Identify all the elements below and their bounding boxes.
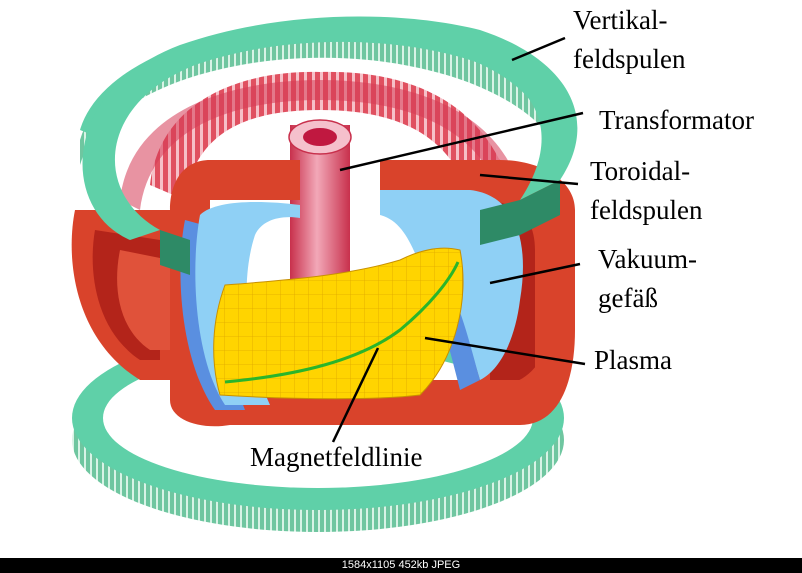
pointer-lines: [331, 36, 586, 443]
label-vakuum-1: Vakuum-: [598, 244, 697, 274]
image-info-bar: 1584x1105 452kb JPEG: [0, 558, 802, 573]
label-vertikal-2: feldspulen: [573, 44, 686, 74]
label-plasma: Plasma: [594, 345, 672, 375]
toroidal-coils-left: [71, 210, 175, 380]
toroidal-coils-back: [120, 71, 525, 215]
label-vakuum-2: gefäß: [598, 283, 658, 313]
pointer-plasma: [424, 336, 586, 366]
plasma: [213, 247, 464, 400]
pointer-toroidal: [479, 173, 579, 186]
magnetic-field-line: [224, 261, 460, 384]
top-vertical-coil-front: [82, 16, 578, 275]
pointer-magnetfeldlinie: [331, 347, 380, 443]
pointer-vertikal: [511, 36, 566, 62]
label-magnetfeldlinie: Magnetfeldlinie: [250, 442, 422, 472]
label-transformator: Transformator: [599, 105, 754, 135]
top-vertical-coil-back: [80, 22, 565, 165]
label-toroidal-2: feldspulen: [590, 195, 703, 225]
label-vertikal-1: Vertikal-: [573, 5, 667, 35]
label-toroidal-1: Toroidal-: [590, 156, 690, 186]
pointer-transformator: [339, 111, 584, 172]
pointer-vakuum: [489, 262, 581, 285]
